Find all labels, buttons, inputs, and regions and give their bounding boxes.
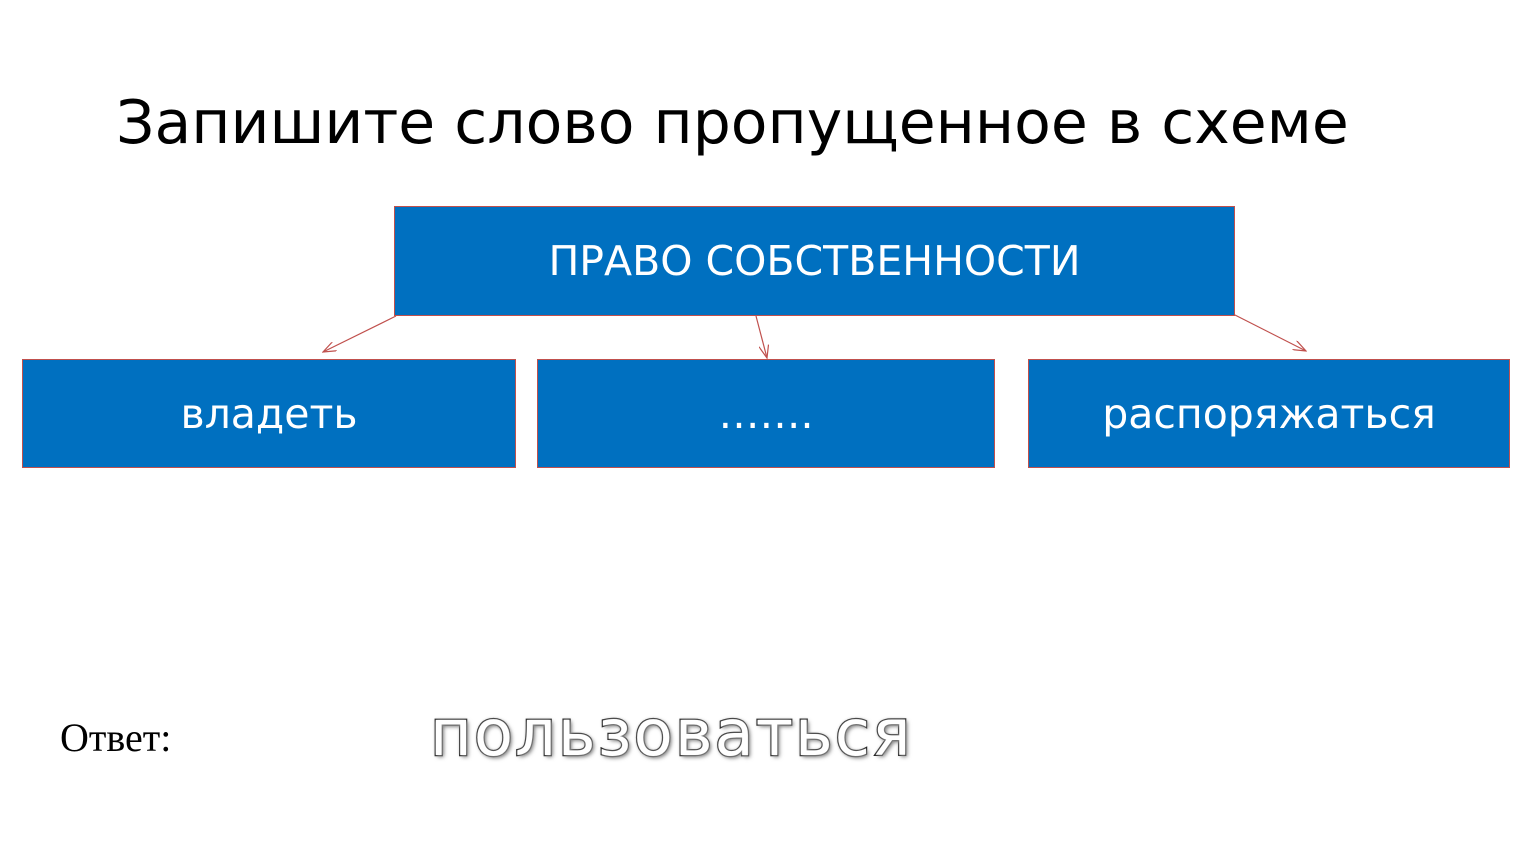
slide-title: Запишите слово пропущенное в схеме bbox=[116, 88, 1349, 158]
child-box-left: владеть bbox=[22, 359, 516, 468]
answer-value: пользоваться bbox=[429, 696, 913, 773]
answer-label: Ответ: bbox=[60, 715, 172, 760]
child-label-left: владеть bbox=[180, 389, 358, 438]
arrow-to-right bbox=[1232, 313, 1306, 351]
root-box: ПРАВО СОБСТВЕННОСТИ bbox=[394, 206, 1235, 316]
child-label-right: распоряжаться bbox=[1102, 389, 1436, 438]
arrow-to-middle bbox=[755, 315, 767, 358]
root-label: ПРАВО СОБСТВЕННОСТИ bbox=[548, 237, 1081, 285]
child-box-right: распоряжаться bbox=[1028, 359, 1510, 468]
child-box-middle: ……. bbox=[537, 359, 995, 468]
arrow-to-left bbox=[323, 315, 397, 352]
child-label-middle: ……. bbox=[718, 389, 814, 438]
